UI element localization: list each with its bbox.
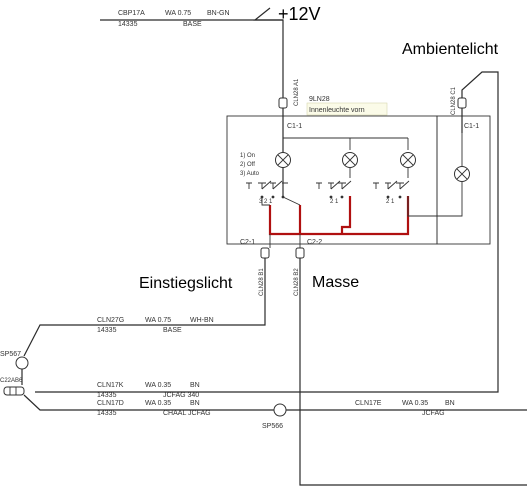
wire-cln27g-color: WH-BN <box>190 317 214 324</box>
mode-3: 3) Auto <box>240 171 260 177</box>
top-wire-harness: BASE <box>183 21 202 28</box>
ambient-label: Ambientelicht <box>402 41 499 58</box>
switch-1-pins: 3 2 1 <box>259 199 273 205</box>
wire-cln17d-circuit: CLN17D <box>97 400 124 407</box>
component-id: 9LN28 <box>309 96 330 103</box>
top-wire-circuit: CBP17A <box>118 10 145 17</box>
splice-sp566-label: SP566 <box>262 423 283 430</box>
wire-cln17e-color: BN <box>445 400 455 407</box>
wire-cln17k-spec: WA 0.35 <box>145 382 171 389</box>
ambient-lamp-box <box>436 115 491 245</box>
connector-right-pin <box>457 97 467 109</box>
wire-cln17k-color: BN <box>190 382 200 389</box>
wire-cln17k-code: 14335 <box>97 392 117 399</box>
wire-cln27g-spec: WA 0.75 <box>145 317 171 324</box>
wire-cln17e-circuit: CLN17E <box>355 400 382 407</box>
splice-sp567-label: SP567 <box>0 351 21 358</box>
switch-2-icon: 2 1 <box>316 180 352 205</box>
switch-1-leads <box>261 196 301 206</box>
ground-wire <box>299 258 527 486</box>
component-name: Innenleuchte vorn <box>309 107 365 114</box>
connector-bottom-left-vertical-label: CLN28 B1 <box>259 268 265 296</box>
wire-cln17k-circuit: CLN17K <box>97 382 124 389</box>
wire-cln17d-harness: CHAAL JCFAG <box>163 410 211 417</box>
wire-cln27g-harness: BASE <box>163 327 182 334</box>
ambient-lamp-leads <box>407 133 463 217</box>
connector-c22-icon <box>3 386 25 396</box>
top-wire-code: 14335 <box>118 21 138 28</box>
switch-3-pins: 2 1 <box>386 199 395 205</box>
wire-cln17d-color: BN <box>190 400 200 407</box>
connector-top-pin <box>278 97 288 109</box>
red-switch-2-line <box>340 196 352 234</box>
top-wire-color: BN-GN <box>207 10 230 17</box>
splice-sp566-icon <box>273 403 287 417</box>
supply-label: +12V <box>278 4 321 24</box>
wire-cln17d-code: 14335 <box>97 410 117 417</box>
component-tooltip <box>306 102 388 116</box>
c2-left-label: C2-1 <box>240 239 255 246</box>
top-wire-spec: WA 0.75 <box>165 10 191 17</box>
mode-1: 1) On <box>240 153 255 159</box>
connector-top-vertical-label: CLN28 A1 <box>294 78 300 106</box>
connector-right-vertical-label: CLN28 C1 <box>451 86 457 115</box>
lamp-3-cross <box>402 154 414 166</box>
splice-sp567-icon <box>15 356 29 370</box>
entry-wire <box>23 258 266 357</box>
connector-c2-right-pin <box>295 247 305 259</box>
ground-label: Masse <box>312 274 359 291</box>
connector-c22-label: C22AB6 <box>0 378 23 384</box>
wire-cln17e-harness: JCFAG <box>422 410 445 417</box>
ambient-lamp-cross <box>456 168 468 180</box>
wire-cln17d-spec: WA 0.35 <box>145 400 171 407</box>
wire-cln27g-code: 14335 <box>97 327 117 334</box>
connector-c22-divider <box>9 387 17 395</box>
lamp-1-cross <box>277 154 289 166</box>
connector-bottom-right-vertical-label: CLN28 B2 <box>294 268 300 296</box>
lamp-2-cross <box>344 154 356 166</box>
switch-3-icon: 2 1 <box>373 180 410 205</box>
c1-left-label: C1-1 <box>287 123 302 130</box>
ambient-wire <box>35 71 499 393</box>
mode-2: 2) Off <box>240 162 255 168</box>
switch-2-pins: 2 1 <box>330 199 339 205</box>
c1-right-label: C1-1 <box>464 123 479 130</box>
lamp-down-leads <box>282 168 409 196</box>
entry-label: Einstiegslicht <box>139 275 233 292</box>
c2-right-label: C2-2 <box>307 239 322 246</box>
lower-bus-wire <box>23 394 527 411</box>
wire-cln17k-harness: JCFAG 340 <box>163 392 199 399</box>
wire-cln17e-spec: WA 0.35 <box>402 400 428 407</box>
connector-c2-left-pin <box>260 247 270 259</box>
c2-leads <box>269 234 301 248</box>
wire-cln27g-circuit: CLN27G <box>97 317 124 324</box>
